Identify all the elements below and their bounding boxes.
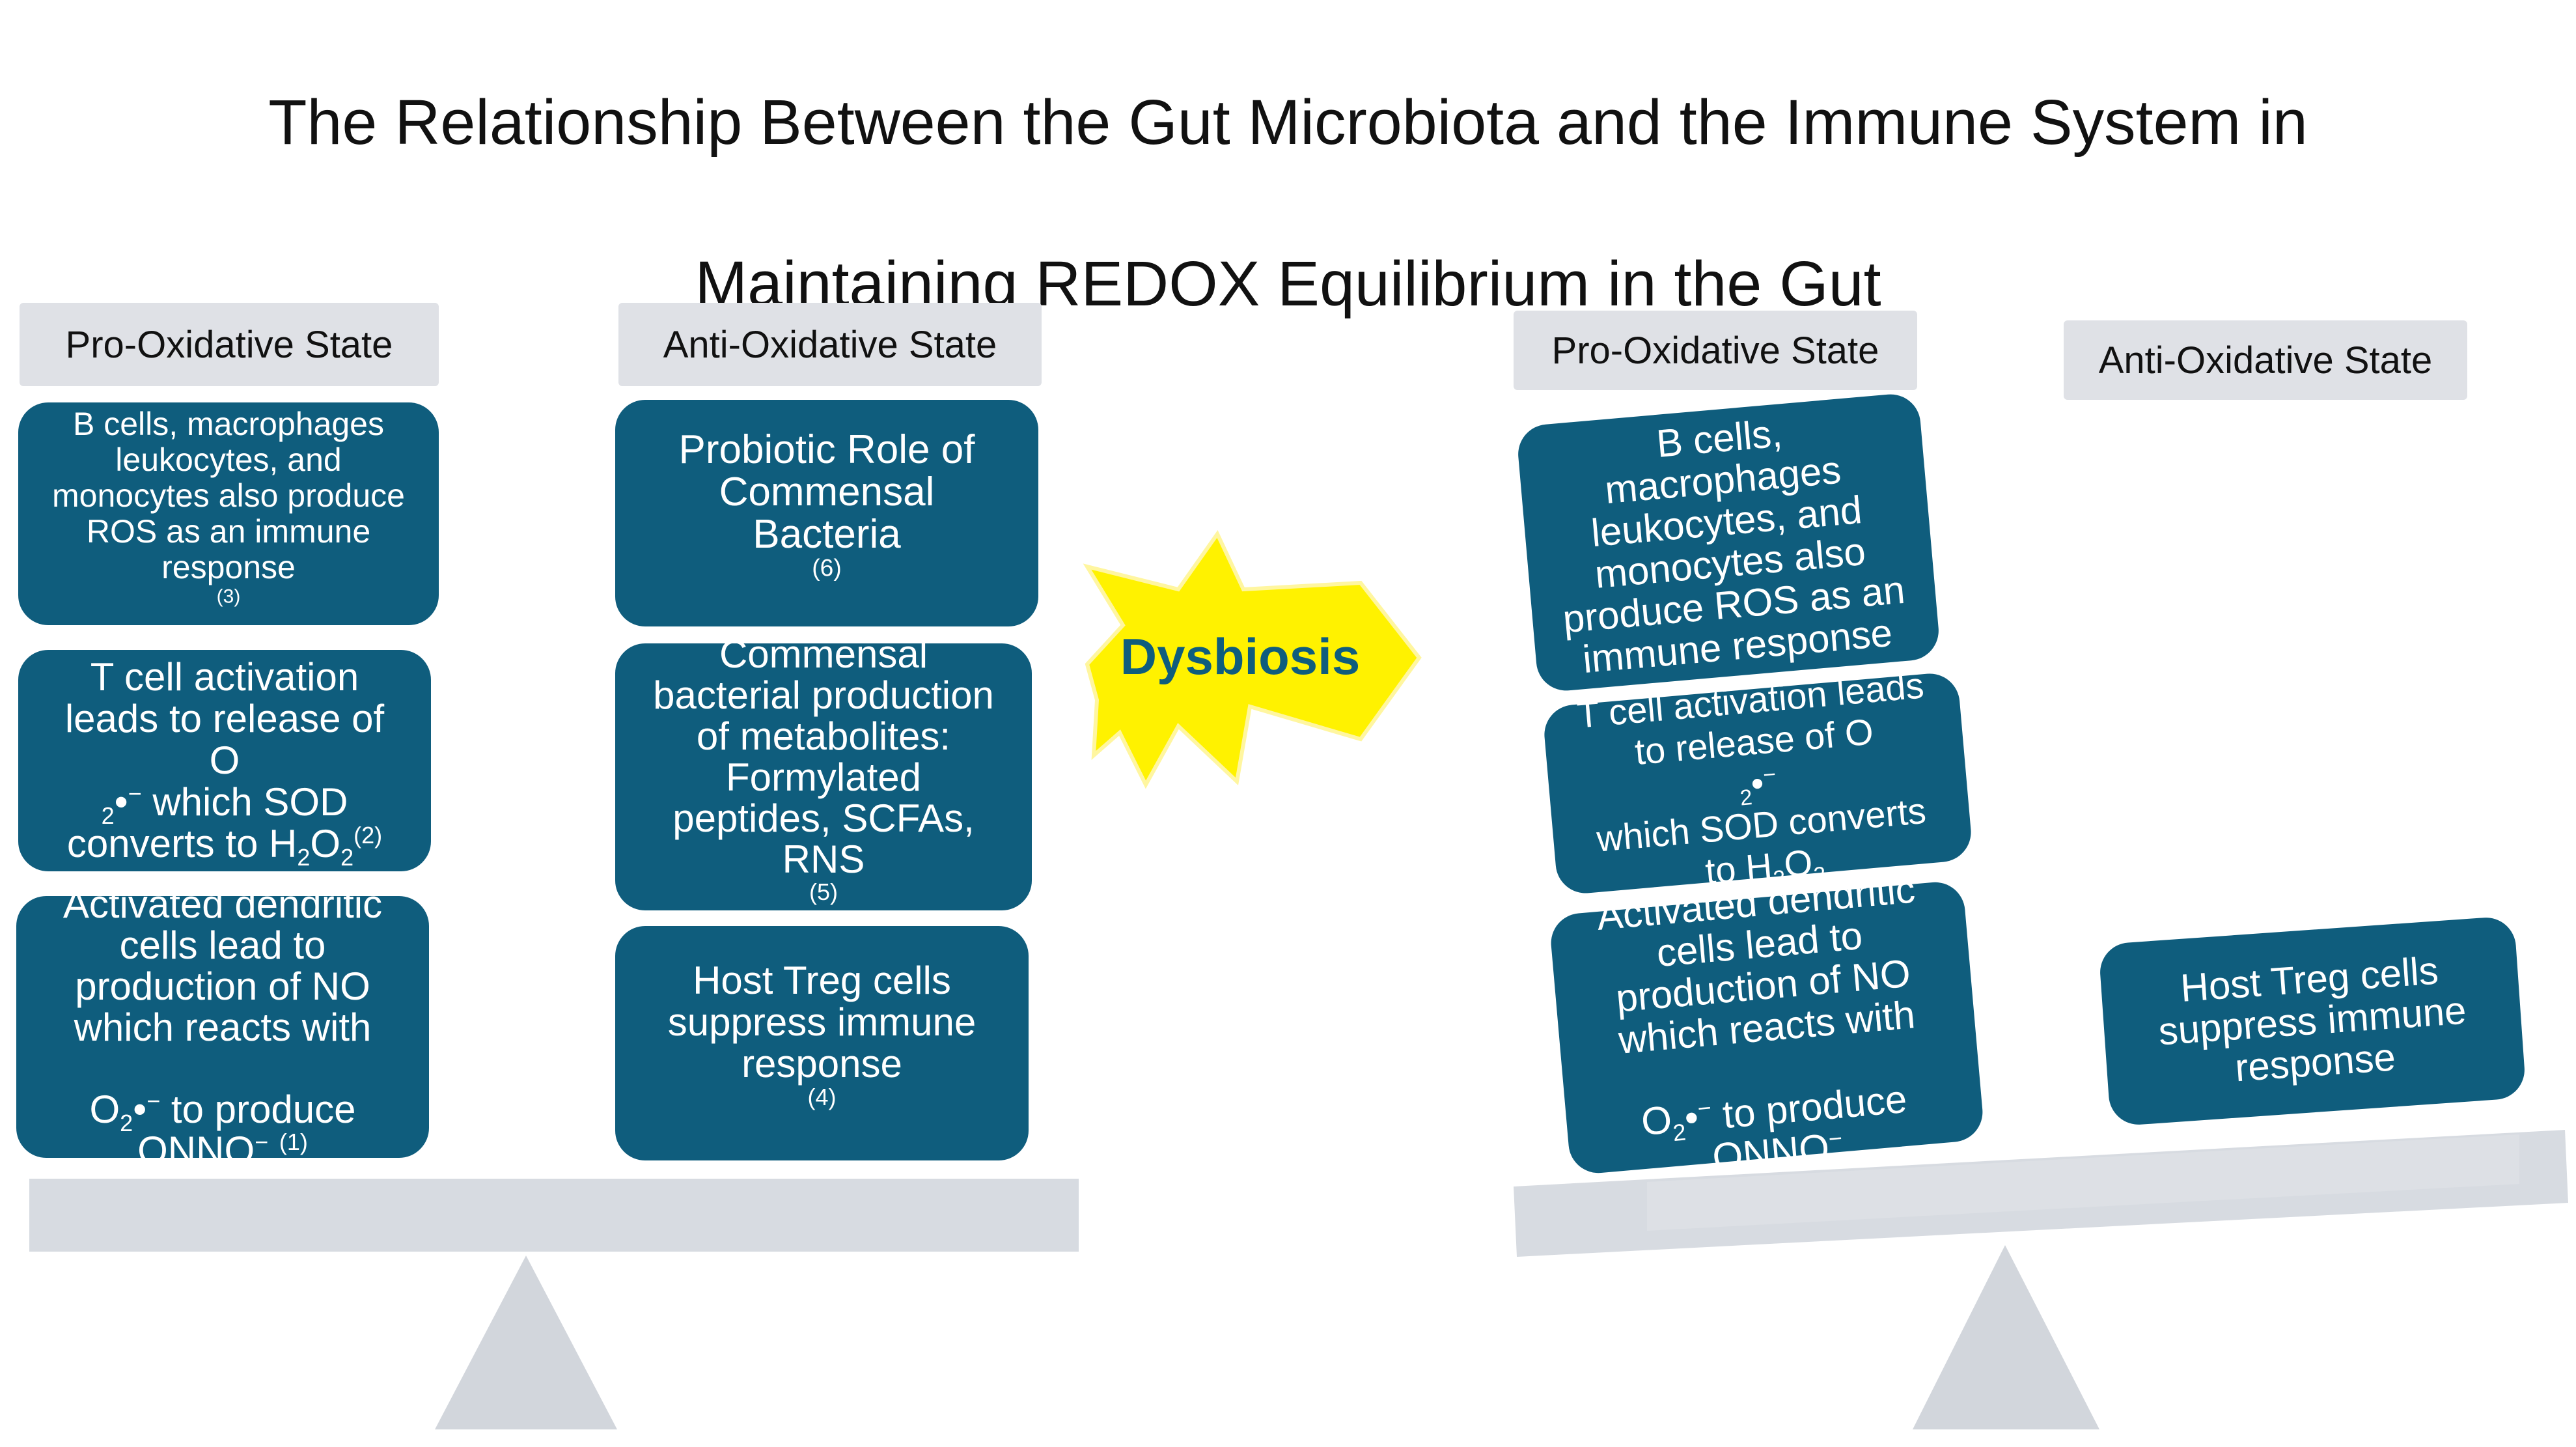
left-pro-box-tcell-text: T cell activation leads to release of O bbox=[64, 655, 385, 782]
dysbiosis-burst-arrow bbox=[1083, 530, 1422, 789]
left-pro-box-dendritic: Activated dendritic cells lead to produc… bbox=[16, 884, 429, 1171]
left-anti-box-probiotic-text: Probiotic Role of Commensal Bacteria bbox=[678, 427, 975, 557]
ref-2: (2) bbox=[353, 822, 383, 849]
ref-6: (6) bbox=[812, 554, 842, 582]
left-pro-oxidative-header: Pro-Oxidative State bbox=[20, 303, 439, 386]
left-anti-box-metabolites-text: Commensal bacterial production of metabo… bbox=[653, 632, 994, 881]
left-balance-beam bbox=[29, 1179, 1079, 1252]
left-anti-box-treg: Host Treg cells suppress immune response… bbox=[615, 926, 1029, 1160]
right-anti-oxidative-header: Anti-Oxidative State bbox=[2064, 320, 2467, 400]
title-line-1: The Relationship Between the Gut Microbi… bbox=[268, 87, 2308, 158]
ref-4: (4) bbox=[807, 1084, 837, 1110]
left-pro-box-bcells-text: B cells, macrophages leukocytes, and mon… bbox=[52, 406, 405, 585]
dysbiosis-label: Dysbiosis bbox=[1120, 628, 1360, 685]
title-line-2: Maintaining REDOX Equilibrium in the Gut bbox=[695, 248, 1881, 319]
left-fulcrum bbox=[435, 1256, 617, 1429]
left-pro-box-bcells: B cells, macrophages leukocytes, and mon… bbox=[18, 402, 439, 625]
right-pro-oxidative-header: Pro-Oxidative State bbox=[1514, 311, 1917, 390]
left-anti-oxidative-header: Anti-Oxidative State bbox=[618, 303, 1042, 386]
left-anti-box-metabolites: Commensal bacterial production of metabo… bbox=[615, 634, 1032, 910]
right-fulcrum bbox=[1913, 1245, 2099, 1429]
left-anti-box-treg-text: Host Treg cells suppress immune response bbox=[667, 959, 976, 1086]
left-anti-box-probiotic: Probiotic Role of Commensal Bacteria(6) bbox=[615, 400, 1038, 626]
ref-1: (1) bbox=[279, 1128, 308, 1155]
page-title: The Relationship Between the Gut Microbi… bbox=[0, 1, 2576, 405]
ref-5: (5) bbox=[809, 878, 838, 905]
right-beam-highlight bbox=[1647, 1134, 2519, 1231]
left-pro-box-dendritic-text: Activated dendritic cells lead to produc… bbox=[62, 882, 383, 1049]
ref-3: (3) bbox=[216, 585, 241, 608]
